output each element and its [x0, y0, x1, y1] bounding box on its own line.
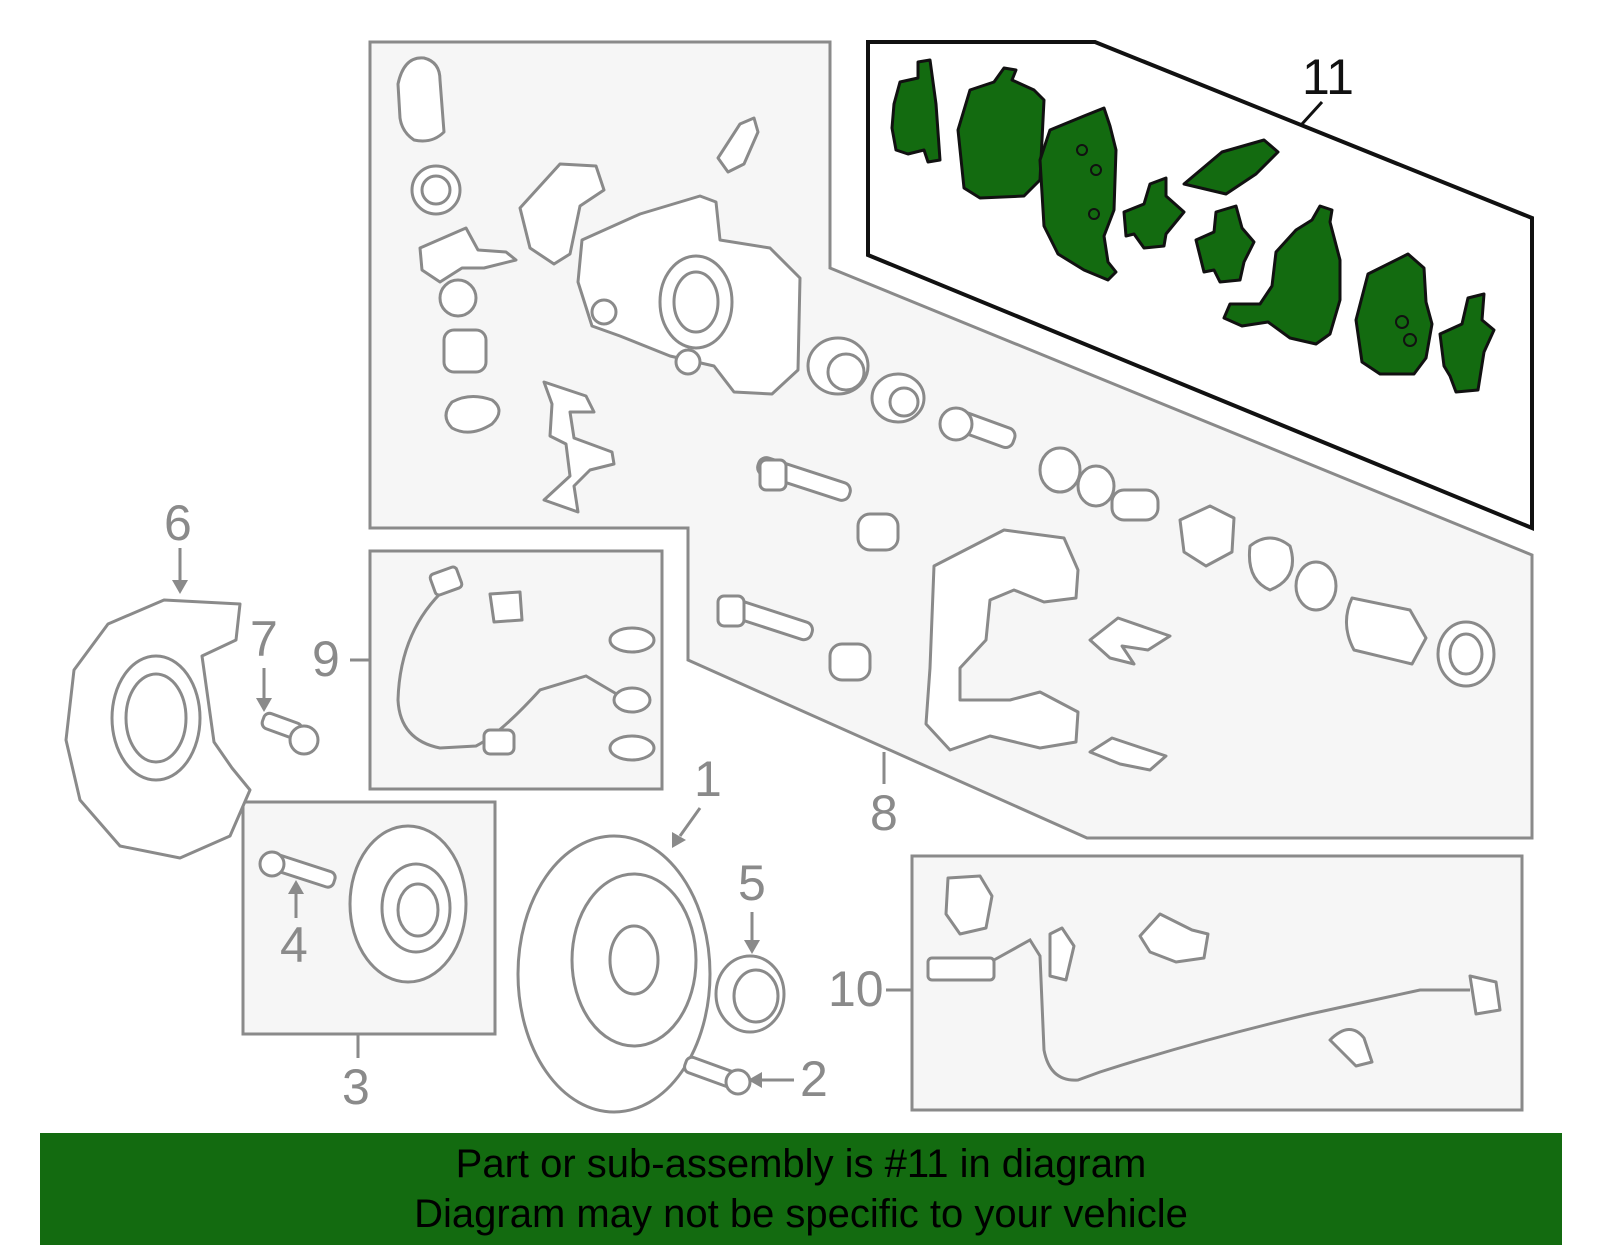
pad-shim: [1122, 176, 1186, 250]
wheel-speed-sensor: [926, 874, 1502, 1082]
callout-9: 9: [312, 631, 340, 687]
pad-shim: [1194, 204, 1256, 284]
pad-shim: [1438, 292, 1496, 394]
leader-7: [256, 668, 272, 712]
pad-hole: [1395, 315, 1409, 329]
callout-1: 1: [694, 751, 722, 807]
caliper-assembly: [396, 56, 1496, 772]
piston-row: [806, 336, 1496, 688]
callout-8: 8: [870, 785, 898, 841]
spring: [444, 395, 501, 434]
wheel-hub: [258, 824, 468, 984]
leader-11: [1300, 100, 1324, 126]
abutment-clip: [1088, 616, 1172, 666]
leader-4: [288, 880, 304, 918]
rotor-screw: [683, 1055, 752, 1096]
pin-bracket: [418, 226, 518, 284]
caliper-bore: [672, 270, 720, 334]
bleeder-cap: [396, 56, 446, 143]
small-washer: [438, 278, 478, 318]
bushing: [442, 328, 488, 374]
caliper-support: [924, 528, 1080, 752]
leader-5: [744, 912, 760, 954]
brake-pad: [956, 66, 1046, 200]
pad-hole: [1088, 208, 1100, 220]
pad-shim: [890, 58, 942, 164]
brake-rotor: [516, 834, 712, 1114]
brake-pad-set[interactable]: [890, 58, 1496, 394]
abutment-clip: [1088, 736, 1168, 772]
callout-2: 2: [800, 1051, 828, 1107]
caliper-lug: [590, 298, 618, 326]
callout-3: 3: [342, 1059, 370, 1115]
banner-line-2: Diagram may not be specific to your vehi…: [414, 1192, 1188, 1236]
bolt-7: [260, 711, 320, 756]
banner-line-1: Part or sub-assembly is #11 in diagram: [455, 1142, 1147, 1186]
seal-ring: [420, 174, 452, 206]
pad-hole: [1403, 333, 1417, 347]
callout-5: 5: [738, 855, 766, 911]
caliper-lug: [674, 348, 702, 376]
leader-2: [748, 1072, 794, 1088]
hub-cap: [714, 954, 786, 1034]
guide-pin: [716, 594, 872, 682]
brake-pad: [1038, 106, 1118, 282]
leader-6: [172, 548, 188, 594]
caliper-bracket: [542, 380, 616, 514]
callout-11: 11: [1302, 49, 1354, 105]
brake-pad: [1222, 204, 1342, 346]
callout-4: 4: [280, 917, 308, 973]
callout-6: 6: [164, 495, 192, 551]
pad-clip: [1182, 138, 1280, 196]
dust-shield: [64, 598, 252, 860]
bleeder-screw: [716, 116, 760, 174]
callout-10: 10: [828, 961, 884, 1017]
callout-7: 7: [250, 611, 278, 667]
leader-1: [672, 807, 702, 848]
brake-pad: [1354, 252, 1434, 376]
group-box-10: [910, 854, 1524, 1112]
guide-pin: [756, 456, 900, 552]
caliper-arm: [518, 162, 606, 266]
pad-hole: [1076, 144, 1088, 156]
pad-hole: [1090, 164, 1102, 176]
info-banner: Part or sub-assembly is #11 in diagram D…: [40, 1133, 1562, 1245]
brake-hose: [396, 565, 656, 762]
